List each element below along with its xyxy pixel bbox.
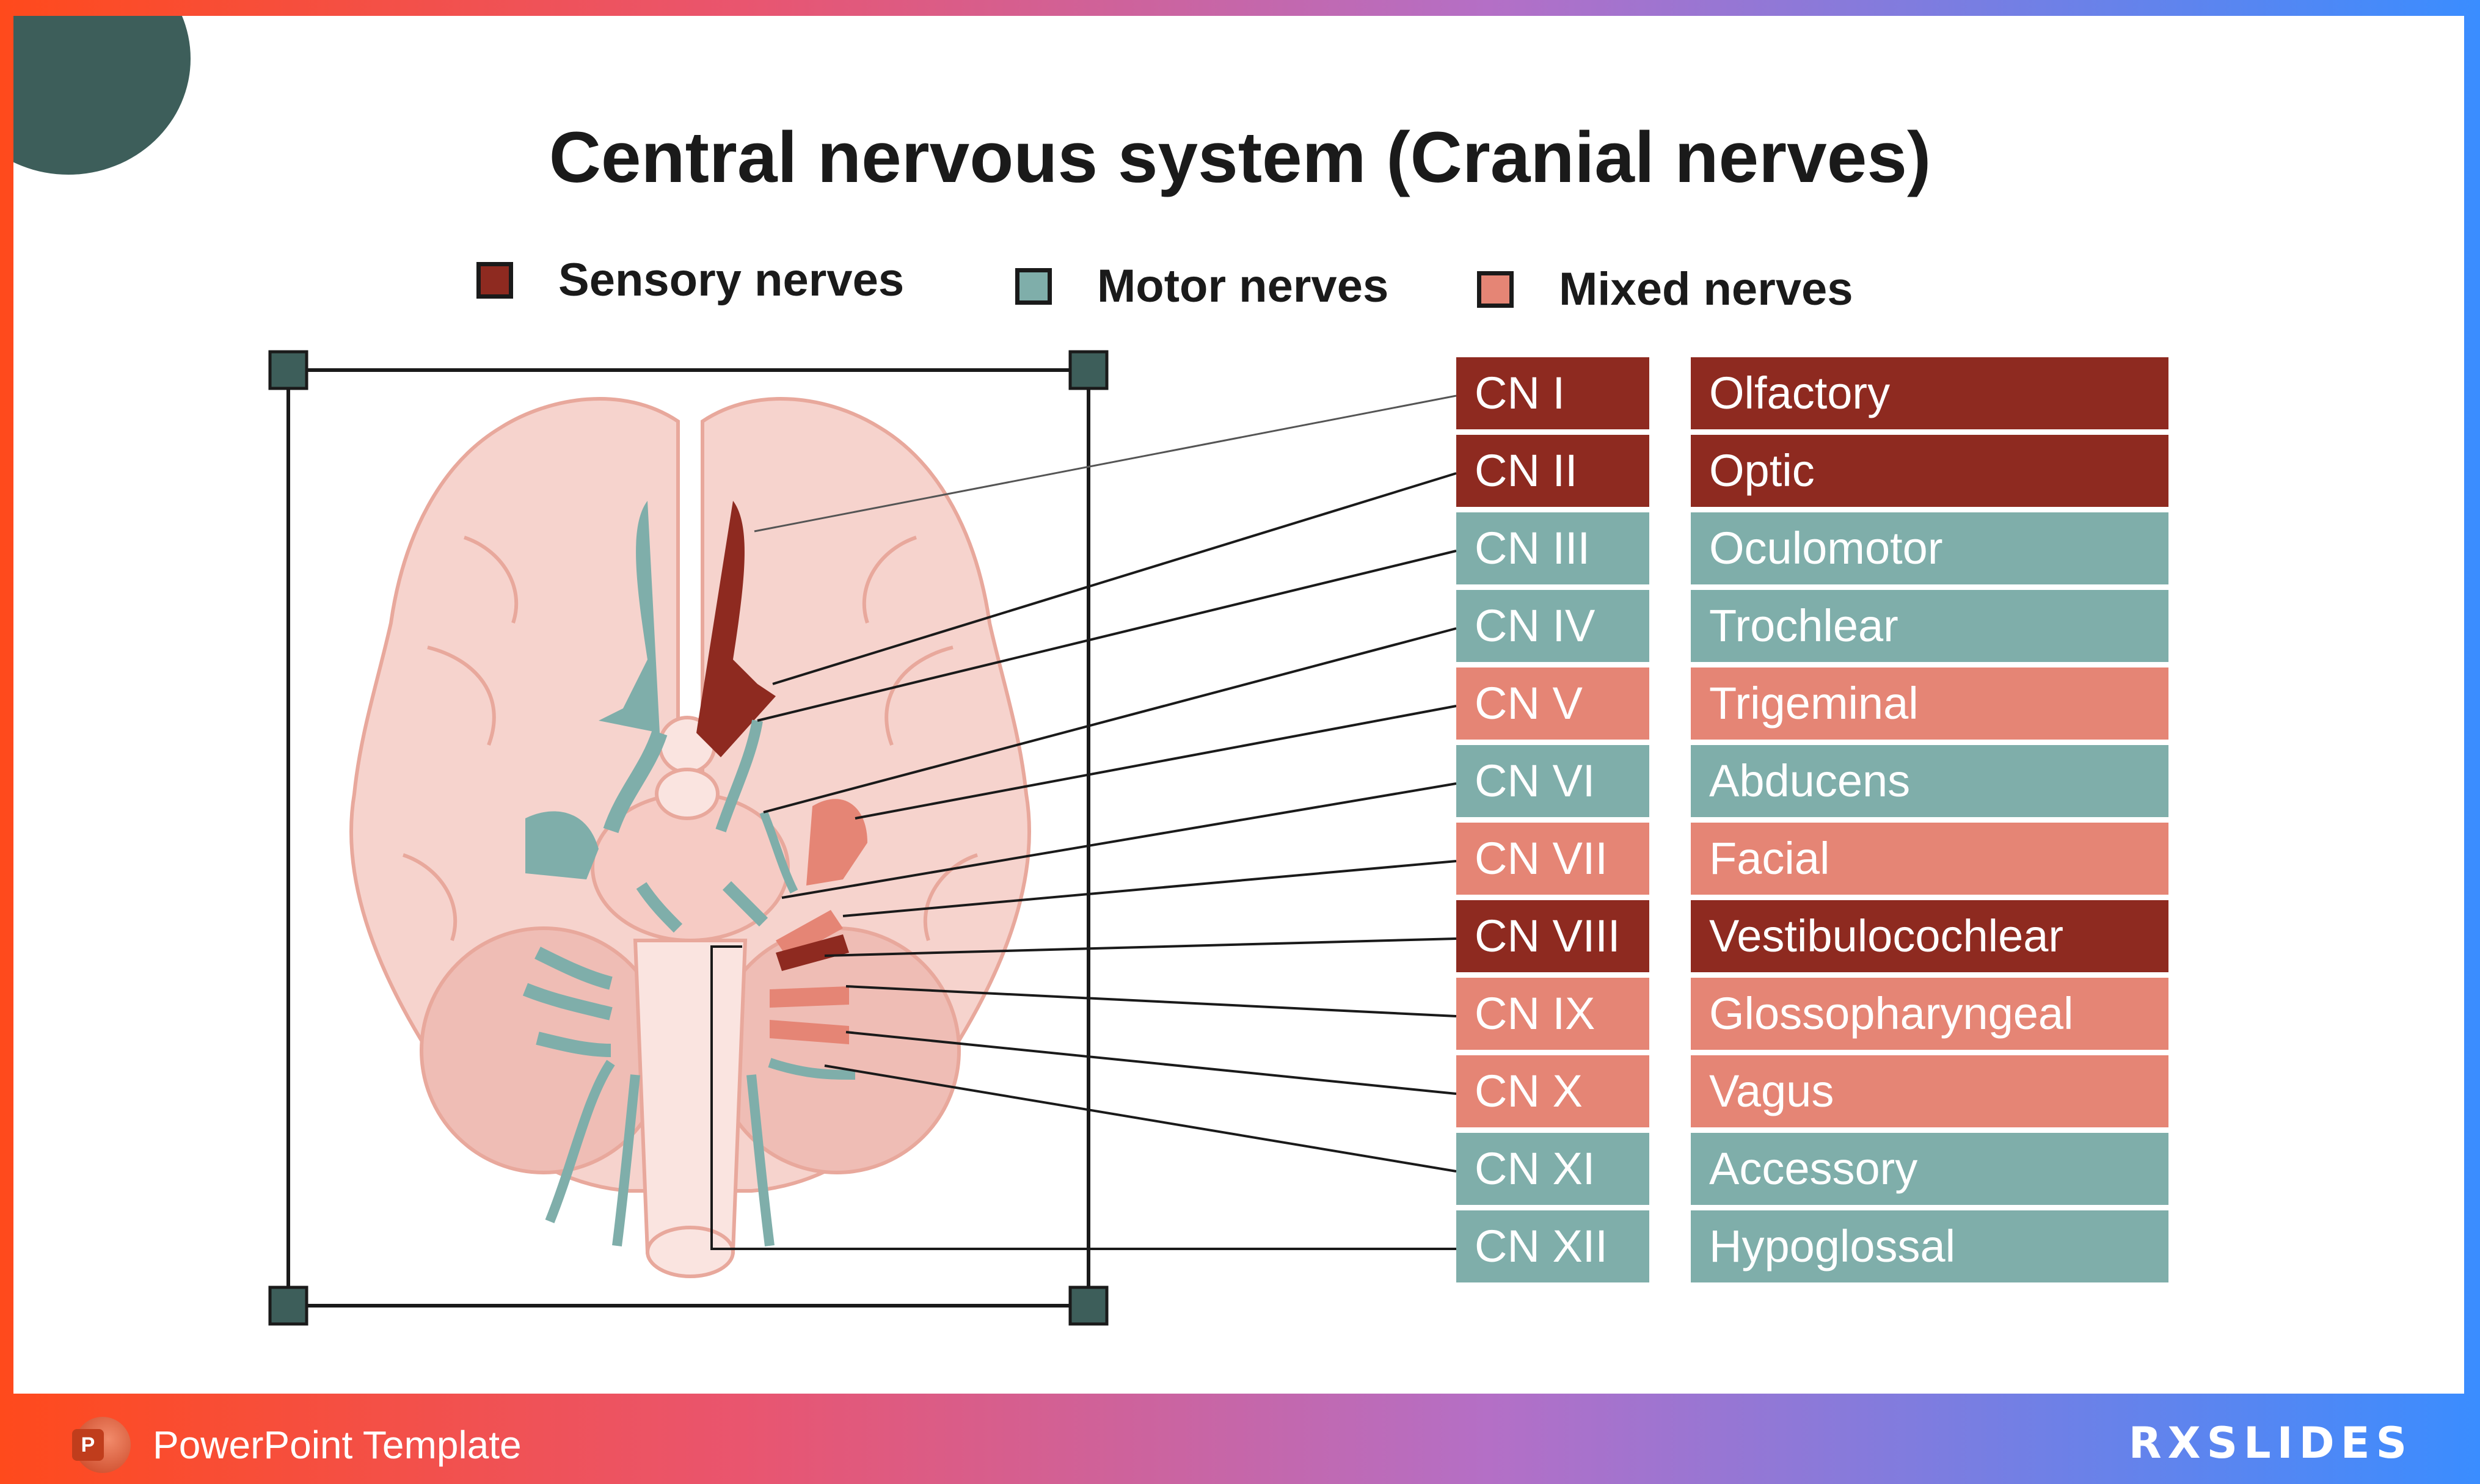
resize-handle-top-left[interactable] <box>268 350 308 390</box>
nerve-code-cell: CN IV <box>1456 590 1649 662</box>
nerve-name-cell: Hypoglossal <box>1691 1210 2168 1282</box>
footer-template: P PowerPoint Template <box>72 1417 522 1473</box>
nerve-code-cell: CN II <box>1456 435 1649 507</box>
legend-swatch-motor <box>1015 267 1052 305</box>
resize-handle-bottom-right[interactable] <box>1068 1286 1109 1326</box>
nerve-name-cell: Optic <box>1691 435 2168 507</box>
nerve-code-cell: CN V <box>1456 667 1649 740</box>
footer-template-label: PowerPoint Template <box>153 1423 522 1467</box>
legend-label-motor: Motor nerves <box>1097 260 1389 312</box>
nerve-code-cell: CN IX <box>1456 978 1649 1050</box>
nerve-name-cell: Abducens <box>1691 745 2168 817</box>
nerve-name-cell: Facial <box>1691 823 2168 895</box>
nerve-code-cell: CN I <box>1456 357 1649 429</box>
legend-item-mixed: Mixed nerves <box>1477 263 1853 316</box>
resize-handle-top-right[interactable] <box>1068 350 1109 390</box>
resize-handle-bottom-left[interactable] <box>268 1286 308 1326</box>
nerve-code-cell: CN XI <box>1456 1133 1649 1205</box>
nerve-code-cell: CN VI <box>1456 745 1649 817</box>
legend-item-sensory: Sensory nerves <box>476 253 904 307</box>
legend-swatch-mixed <box>1477 271 1514 308</box>
nerve-code-cell: CN VII <box>1456 823 1649 895</box>
nerve-code-cell: CN III <box>1456 512 1649 584</box>
legend-item-motor: Motor nerves <box>1015 260 1388 313</box>
cranial-nerve-shapes <box>522 501 867 1246</box>
brand-logo: RXSLIDES <box>2128 1418 2413 1468</box>
nerve-name-cell: Vestibulocochlear <box>1691 900 2168 972</box>
powerpoint-icon-letter: P <box>72 1429 104 1461</box>
legend-label-mixed: Mixed nerves <box>1559 263 1853 315</box>
nerve-name-cell: Olfactory <box>1691 357 2168 429</box>
leader-lines <box>710 395 1457 1250</box>
legend-label-sensory: Sensory nerves <box>558 254 905 306</box>
nerve-name-cell: Oculomotor <box>1691 512 2168 584</box>
nerve-name-cell: Accessory <box>1691 1133 2168 1205</box>
nerve-code-cell: CN VIII <box>1456 900 1649 972</box>
nerve-name-cell: Glossopharyngeal <box>1691 978 2168 1050</box>
nerve-name-cell: Trigeminal <box>1691 667 2168 740</box>
slide-title: Central nervous system (Cranial nerves) <box>549 117 1931 198</box>
nerve-name-cell: Vagus <box>1691 1055 2168 1127</box>
brain-illustration <box>349 397 1031 1278</box>
legend-swatch-sensory <box>476 261 513 299</box>
nerve-code-cell: CN XII <box>1456 1210 1649 1282</box>
nerve-code-cell: CN X <box>1456 1055 1649 1127</box>
nerve-name-cell: Trochlear <box>1691 590 2168 662</box>
powerpoint-icon: P <box>72 1417 131 1473</box>
selection-frame <box>286 368 1090 1308</box>
